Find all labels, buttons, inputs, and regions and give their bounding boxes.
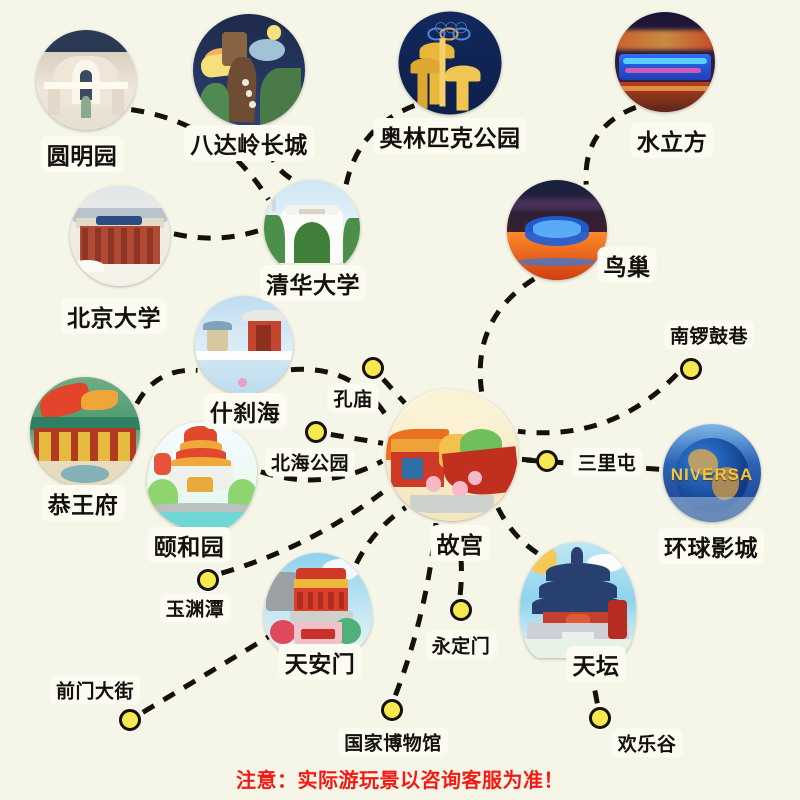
marker-dot-yongdingmen[interactable] bbox=[450, 599, 472, 621]
attraction-image-yuanmingyuan[interactable] bbox=[36, 30, 136, 130]
attraction-image-beida[interactable] bbox=[70, 186, 170, 286]
marker-label-beihai: 北海公园 bbox=[264, 447, 356, 477]
marker-dot-beihai[interactable] bbox=[305, 421, 327, 443]
attraction-image-shuilifang[interactable] bbox=[615, 12, 715, 112]
edge-beihai-to-gugong bbox=[330, 432, 384, 446]
edge-beida-to-qinghua bbox=[173, 227, 261, 241]
marker-dot-huanlegu[interactable] bbox=[589, 707, 611, 729]
attraction-label-aolinpike: 奥林匹克公园 bbox=[373, 118, 527, 154]
edge-gongwangfu-to-shichahai bbox=[134, 367, 198, 405]
marker-label-guojiabowuguan: 国家博物馆 bbox=[338, 727, 448, 757]
marker-dot-qianmen[interactable] bbox=[119, 709, 141, 731]
attraction-image-qinghua[interactable] bbox=[264, 180, 360, 276]
attraction-label-niaochao: 鸟巢 bbox=[597, 247, 657, 283]
marker-dot-kongmiao[interactable] bbox=[362, 357, 384, 379]
marker-dot-nanluoguxiang[interactable] bbox=[680, 358, 702, 380]
marker-label-yongdingmen: 永定门 bbox=[425, 630, 497, 660]
attraction-label-gongwangfu: 恭王府 bbox=[41, 485, 125, 521]
attraction-label-shuilifang: 水立方 bbox=[630, 122, 714, 158]
attraction-image-badaling[interactable] bbox=[193, 14, 305, 126]
edge-qianmen-to-tiananmen bbox=[141, 634, 270, 715]
attraction-label-gugong: 故宫 bbox=[430, 525, 490, 561]
marker-dot-sanlitun[interactable] bbox=[536, 450, 558, 472]
marker-dot-guojiabowuguan[interactable] bbox=[381, 699, 403, 721]
notice-text: 注意：实际游玩景以咨询客服为准！ bbox=[236, 770, 564, 792]
attraction-label-yuanmingyuan: 圆明园 bbox=[40, 136, 124, 172]
attraction-label-yiheyuan: 颐和园 bbox=[147, 527, 231, 563]
marker-label-kongmiao: 孔庙 bbox=[327, 383, 379, 413]
attraction-label-tiantan: 天坛 bbox=[566, 646, 626, 682]
attraction-image-shichahai[interactable] bbox=[195, 296, 293, 394]
marker-label-nanluoguxiang: 南锣鼓巷 bbox=[663, 320, 755, 350]
marker-dot-yuyuantan[interactable] bbox=[197, 569, 219, 591]
marker-label-sanlitun: 三里屯 bbox=[571, 447, 643, 477]
edge-shichahai-to-gugong bbox=[290, 366, 393, 424]
attraction-image-gugong[interactable] bbox=[386, 389, 518, 521]
attraction-label-huanqiu: 环球影城 bbox=[658, 528, 764, 564]
attraction-image-gongwangfu[interactable] bbox=[30, 377, 140, 487]
marker-label-qianmen: 前门大街 bbox=[49, 675, 141, 705]
attraction-image-huanqiu[interactable]: NIVERSA bbox=[663, 424, 761, 522]
attraction-image-niaochao[interactable] bbox=[507, 180, 607, 280]
attraction-image-yiheyuan[interactable] bbox=[147, 422, 257, 532]
edge-nanluoguxiang-to-gugong bbox=[517, 372, 679, 436]
attraction-label-qinghua: 清华大学 bbox=[260, 265, 366, 301]
attraction-label-beida: 北京大学 bbox=[61, 298, 167, 334]
marker-label-yuyuantan: 玉渊潭 bbox=[159, 593, 231, 623]
edge-huanlegu-to-tiantan bbox=[586, 660, 600, 704]
edge-shuilifang-to-niaochao bbox=[583, 105, 637, 185]
attraction-label-tiananmen: 天安门 bbox=[278, 644, 362, 680]
olympic-rings-icon: ◯◯◯ bbox=[434, 21, 468, 34]
attraction-image-tiantan[interactable] bbox=[520, 542, 636, 658]
attraction-label-badaling: 八达岭长城 bbox=[184, 125, 314, 161]
attraction-label-shichahai: 什刹海 bbox=[203, 393, 287, 429]
attraction-image-tiananmen[interactable] bbox=[264, 553, 372, 661]
universal-wordmark: NIVERSA bbox=[670, 464, 754, 484]
edge-niaochao-to-gugong bbox=[477, 276, 536, 392]
marker-label-huanlegu: 欢乐谷 bbox=[611, 728, 683, 758]
attraction-image-aolinpike[interactable]: ◯◯◯ bbox=[398, 11, 502, 115]
